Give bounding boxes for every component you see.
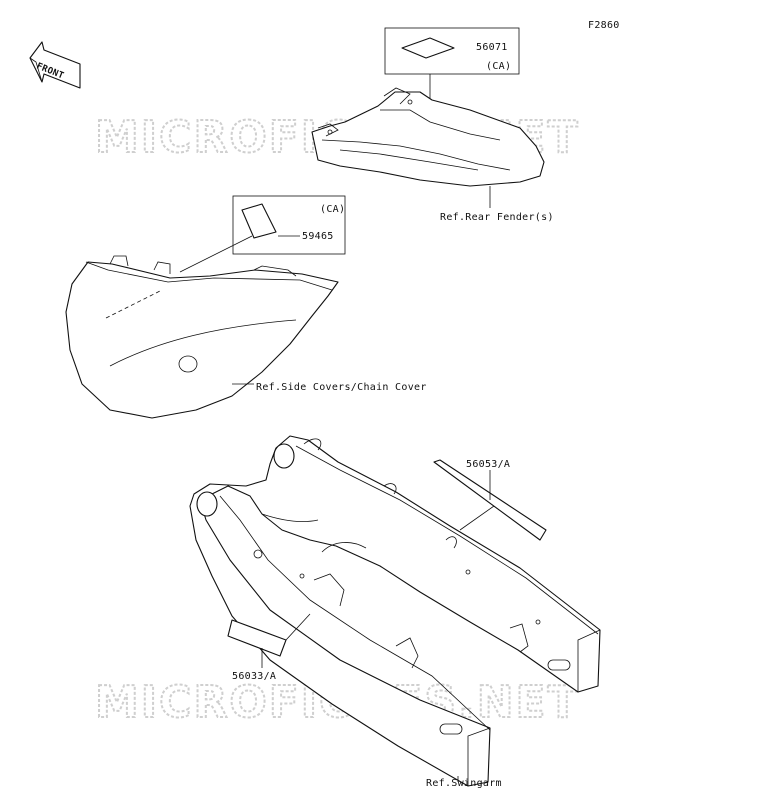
figure-code: F2860 bbox=[588, 20, 620, 31]
ref-side-covers: Ref.Side Covers/Chain Cover bbox=[256, 382, 427, 393]
part-number-56071: 56071 bbox=[476, 42, 508, 53]
part-number-59465: 59465 bbox=[302, 231, 334, 242]
front-arrow-icon: FRONT bbox=[29, 41, 81, 89]
ca-note-56071: (CA) bbox=[486, 61, 511, 72]
callout-59465: (CA) 59465 bbox=[179, 195, 346, 273]
ca-note-59465: (CA) bbox=[320, 204, 345, 215]
label-decal-56071 bbox=[401, 37, 455, 59]
side-cover: Ref.Side Covers/Chain Cover bbox=[65, 255, 427, 419]
callout-56053: 56053/A bbox=[433, 459, 547, 541]
swingarm: Ref.Swingarm bbox=[189, 435, 601, 789]
callout-56033: 56033/A bbox=[227, 613, 311, 682]
callout-56071: 56071 (CA) bbox=[384, 27, 520, 120]
ref-rear-fender: Ref.Rear Fender(s) bbox=[440, 212, 554, 223]
rear-fender: Ref.Rear Fender(s) bbox=[311, 87, 554, 223]
label-decal-56033 bbox=[227, 619, 287, 657]
ref-swingarm: Ref.Swingarm bbox=[426, 778, 502, 789]
label-decal-59465 bbox=[241, 203, 277, 239]
part-number-56053: 56053/A bbox=[466, 459, 510, 470]
part-number-56033: 56033/A bbox=[232, 671, 276, 682]
